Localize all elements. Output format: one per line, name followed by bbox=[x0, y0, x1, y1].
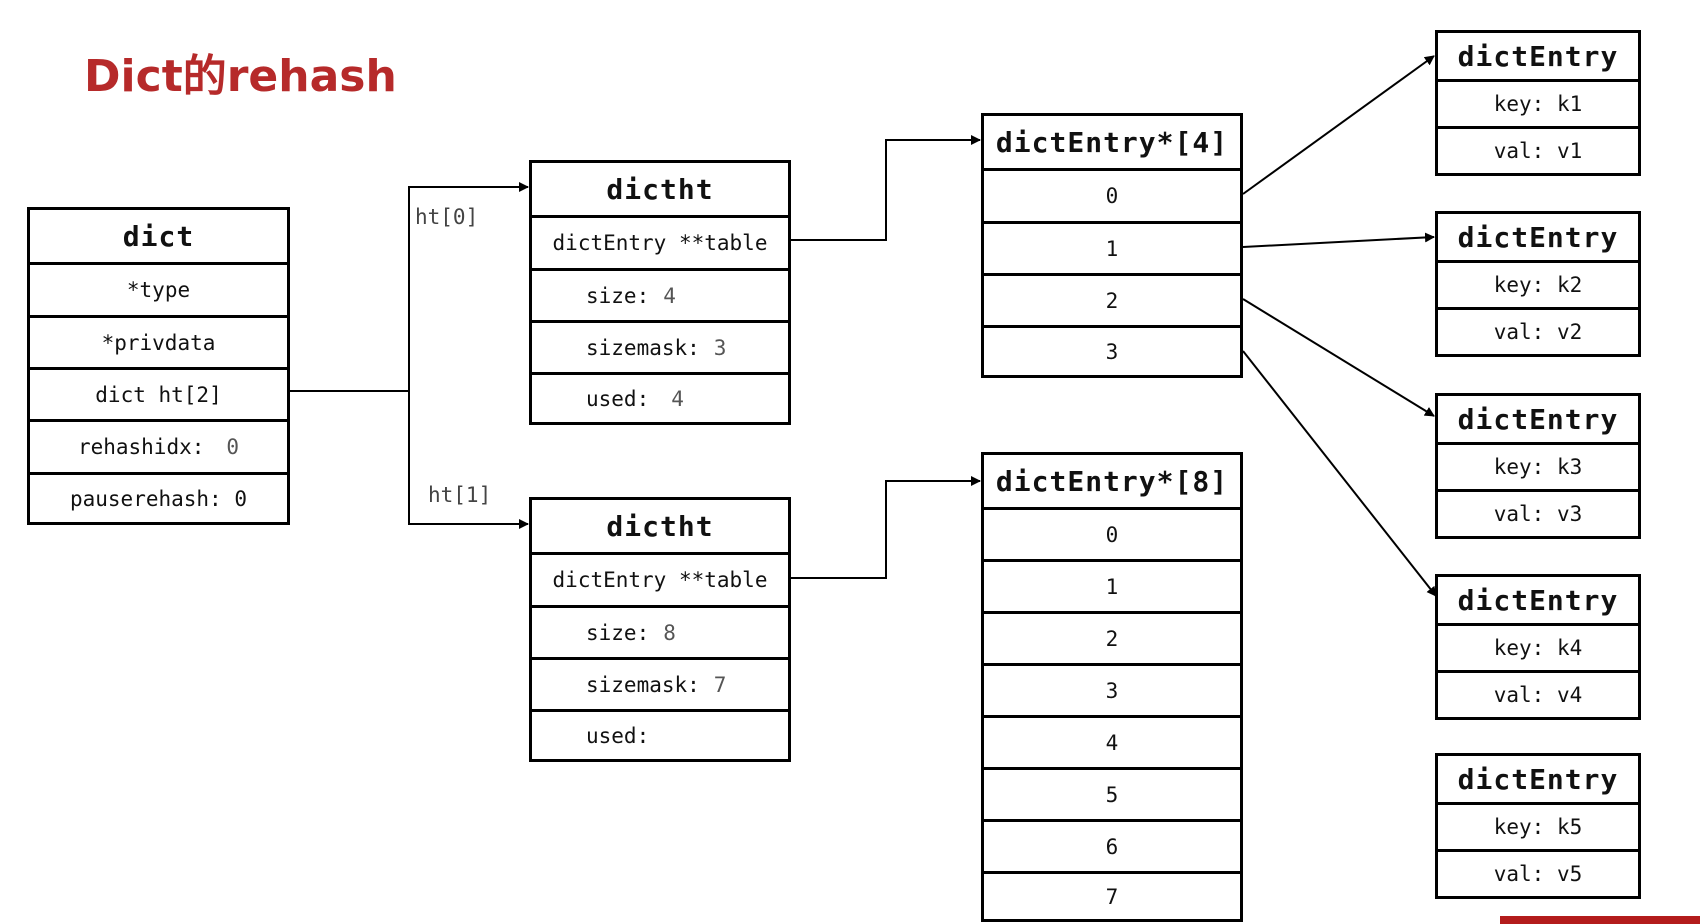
sizemask-label: sizemask: bbox=[586, 672, 700, 697]
dictentry-node-k4: dictEntry key: k4 val: v4 bbox=[1435, 574, 1641, 720]
rehashidx-value: 0 bbox=[226, 435, 240, 459]
array8-slot: 6 bbox=[984, 819, 1240, 871]
dictentry-node-k2: dictEntry key: k2 val: v2 bbox=[1435, 211, 1641, 357]
dict-rehashidx-row: rehashidx: 0 bbox=[30, 419, 287, 472]
array8-header: dictEntry*[8] bbox=[995, 464, 1229, 498]
dictht0-header: dictht bbox=[606, 172, 714, 206]
size-value: 4 bbox=[663, 283, 676, 308]
size-label: size: bbox=[586, 283, 650, 308]
entry-key: key: k3 bbox=[1438, 442, 1638, 489]
entry-val: val: v5 bbox=[1438, 849, 1638, 896]
entry-header: dictEntry bbox=[1457, 39, 1619, 73]
dictentry-array-4: dictEntry*[4] 0 1 2 3 bbox=[981, 113, 1243, 378]
dictentry-node-k5: dictEntry key: k5 val: v5 bbox=[1435, 753, 1641, 899]
dictht0-sizemask-row: sizemask: 3 bbox=[532, 320, 788, 372]
entry-header: dictEntry bbox=[1457, 220, 1619, 254]
array4-slot: 2 bbox=[984, 273, 1240, 325]
dictht-1: dictht dictEntry **table size: 8 sizemas… bbox=[529, 497, 791, 762]
entry-val: val: v2 bbox=[1438, 307, 1638, 354]
entry-header: dictEntry bbox=[1457, 762, 1619, 796]
slot0-arrow bbox=[1242, 55, 1435, 195]
sizemask-value: 7 bbox=[713, 672, 727, 697]
dict-struct: dict *type *privdata dict ht[2] rehashid… bbox=[27, 207, 290, 525]
dict-ht-row: dict ht[2] bbox=[30, 367, 287, 419]
dictentry-array-8: dictEntry*[8] 0 1 2 3 4 5 6 7 bbox=[981, 452, 1243, 922]
array4-slot: 3 bbox=[984, 325, 1240, 375]
dict-privdata-row: *privdata bbox=[30, 315, 287, 367]
entry-key: key: k1 bbox=[1438, 79, 1638, 126]
ht1-arrow bbox=[408, 391, 529, 529]
dict-header: dict bbox=[122, 219, 195, 253]
array8-slot: 2 bbox=[984, 611, 1240, 663]
array4-slot: 0 bbox=[984, 168, 1240, 221]
page-title: Dict的rehash bbox=[84, 51, 397, 102]
dictht1-sizemask-row: sizemask: 7 bbox=[532, 657, 788, 709]
corner-decoration bbox=[1500, 916, 1700, 924]
array4-header: dictEntry*[4] bbox=[995, 125, 1229, 159]
size-label: size: bbox=[586, 620, 650, 645]
dictht1-used-row: used: bbox=[532, 709, 788, 759]
dictht0-table-row: dictEntry **table bbox=[532, 215, 788, 268]
dict-type-row: *type bbox=[30, 262, 287, 315]
entry-key: key: k2 bbox=[1438, 260, 1638, 307]
entry-val: val: v1 bbox=[1438, 126, 1638, 173]
rehashidx-label: rehashidx: bbox=[77, 435, 205, 459]
dict-pauserehash-row: pauserehash: 0 bbox=[30, 472, 287, 522]
ht0-arrow bbox=[408, 182, 529, 391]
used-value: 4 bbox=[671, 386, 684, 411]
sizemask-value: 3 bbox=[713, 335, 727, 360]
dictht0-used-row: used: 4 bbox=[532, 372, 788, 422]
array4-slot: 1 bbox=[984, 221, 1240, 273]
entry-val: val: v3 bbox=[1438, 489, 1638, 536]
array8-slot: 5 bbox=[984, 767, 1240, 819]
dictht0-size-row: size: 4 bbox=[532, 268, 788, 320]
array8-slot: 4 bbox=[984, 715, 1240, 767]
entry-key: key: k4 bbox=[1438, 623, 1638, 670]
sizemask-label: sizemask: bbox=[586, 335, 700, 360]
array8-slot: 7 bbox=[984, 871, 1240, 919]
table1-arrow bbox=[791, 476, 981, 579]
used-label: used: bbox=[586, 723, 650, 748]
array8-slot: 0 bbox=[984, 507, 1240, 559]
slot2-arrow bbox=[1242, 298, 1435, 417]
dictht1-header: dictht bbox=[606, 509, 714, 543]
table0-arrow bbox=[791, 135, 981, 241]
array8-slot: 3 bbox=[984, 663, 1240, 715]
dictentry-node-k3: dictEntry key: k3 val: v3 bbox=[1435, 393, 1641, 539]
array8-slot: 1 bbox=[984, 559, 1240, 611]
dictht-0: dictht dictEntry **table size: 4 sizemas… bbox=[529, 160, 791, 425]
entry-val: val: v4 bbox=[1438, 670, 1638, 717]
size-value: 8 bbox=[663, 620, 676, 645]
ht0-label: ht[0] bbox=[415, 205, 479, 229]
entry-key: key: k5 bbox=[1438, 802, 1638, 849]
dictht1-table-row: dictEntry **table bbox=[532, 552, 788, 605]
used-label: used: bbox=[586, 386, 650, 411]
slot1-arrow bbox=[1242, 232, 1435, 248]
dictht1-size-row: size: 8 bbox=[532, 605, 788, 657]
entry-header: dictEntry bbox=[1457, 583, 1619, 617]
dictentry-node-k1: dictEntry key: k1 val: v1 bbox=[1435, 30, 1641, 176]
ht1-label: ht[1] bbox=[428, 483, 492, 507]
slot3-arrow bbox=[1242, 350, 1437, 597]
entry-header: dictEntry bbox=[1457, 402, 1619, 436]
